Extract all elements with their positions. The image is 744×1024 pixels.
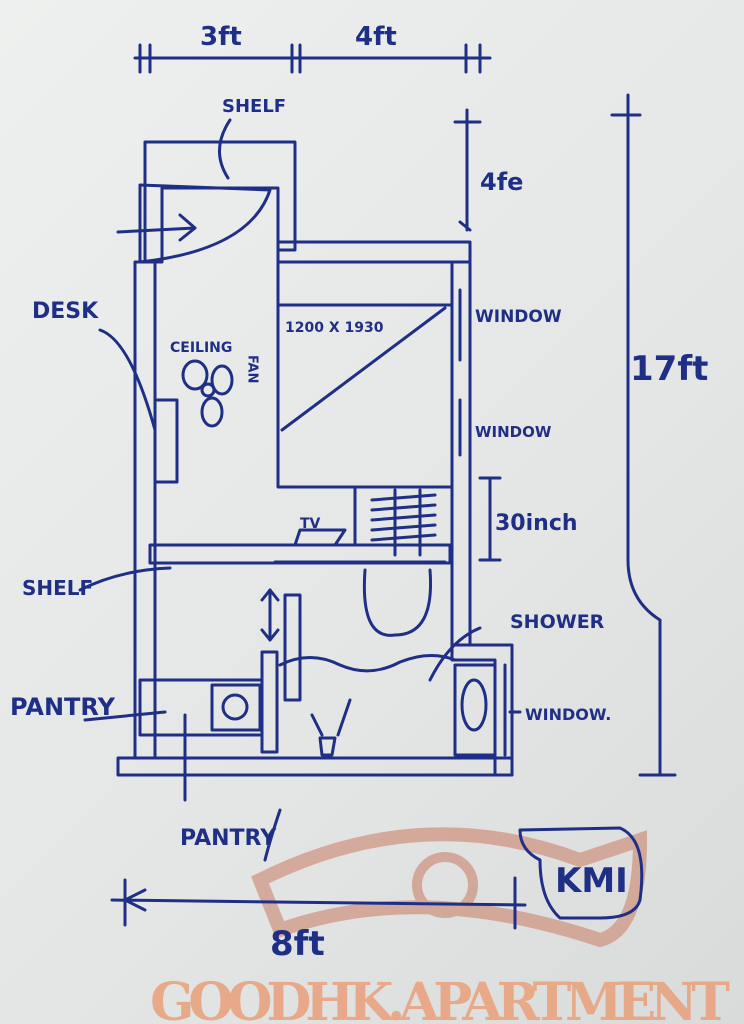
- dim-4ft: 4ft: [355, 22, 397, 52]
- label-window-3: WINDOW.: [525, 705, 611, 724]
- desk: [153, 398, 179, 484]
- ceiling-fan-icon: [181, 359, 234, 428]
- label-pantry-left: PANTRY: [10, 693, 116, 721]
- dim-3ft: 3ft: [200, 22, 242, 52]
- mid-shelf: [148, 543, 452, 565]
- shower-curtain: [278, 654, 457, 673]
- toilet-icon: [362, 568, 433, 637]
- label-window-1: WINDOW: [475, 307, 562, 327]
- label-fan: FAN: [245, 355, 260, 383]
- label-tv: TV: [300, 516, 321, 532]
- bottom-dimension: [110, 876, 527, 930]
- watermark-logo: [251, 827, 648, 948]
- tv-icon: [273, 528, 447, 564]
- label-desk: DESK: [32, 299, 99, 324]
- label-shower: SHOWER: [510, 611, 605, 633]
- label-window-2: WINDOW: [475, 423, 552, 441]
- partition: [260, 588, 302, 754]
- ladder-heater: [353, 476, 502, 562]
- signature-frame: [518, 826, 644, 920]
- bed-size-label: 1200 X 1930: [285, 320, 384, 336]
- entry-arrow-icon: [116, 213, 197, 242]
- label-shelf-mid: SHELF: [22, 576, 93, 600]
- window-marks: [458, 288, 507, 757]
- dim-4ft-right: 4fe: [480, 168, 523, 196]
- door-swing: [138, 183, 272, 264]
- dim-17ft: 17ft: [630, 349, 708, 389]
- watermark-text: GOODHK.APARTMENT: [150, 972, 730, 1024]
- height-dimension: [610, 93, 677, 777]
- label-shelf-top: SHELF: [222, 96, 286, 117]
- leader-lines: [78, 328, 522, 862]
- signature: KMI: [555, 861, 628, 901]
- pantry-unit: [138, 663, 497, 757]
- top-dimension: [133, 43, 492, 74]
- label-ceiling: CEILING: [170, 340, 232, 356]
- dim-30inch: 30inch: [495, 511, 578, 536]
- bed: [276, 260, 454, 489]
- upper-dimension: [453, 108, 482, 232]
- shelf-leader: [218, 118, 232, 180]
- shower-head-icon: [310, 698, 352, 757]
- label-pantry-bottom: PANTRY: [180, 826, 277, 851]
- dim-8ft: 8ft: [270, 924, 325, 964]
